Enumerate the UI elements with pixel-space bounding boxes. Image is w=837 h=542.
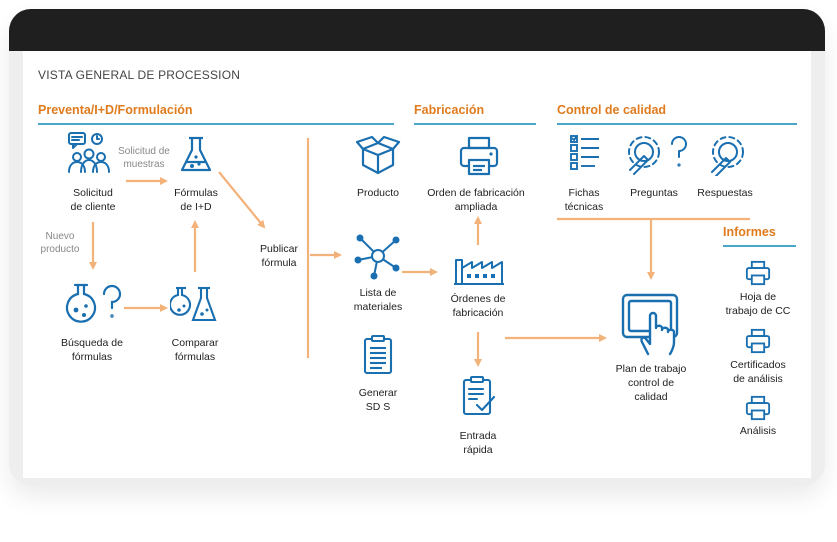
printer-icon (459, 136, 499, 176)
node-analisis: Análisis (739, 425, 777, 437)
gear-wrench-icon (711, 136, 744, 176)
section-fabricacion: Fabricación (414, 103, 485, 117)
flask-icon (180, 136, 212, 172)
compare-flasks-icon (170, 286, 217, 322)
printer-report-icon-1 (745, 260, 771, 286)
section-preventa-rule (38, 123, 394, 125)
box-icon (355, 135, 401, 175)
molecule-icon (354, 234, 400, 280)
diagram-panel (23, 51, 811, 478)
printer-report-icon-2 (745, 328, 771, 354)
window-frame (9, 9, 825, 485)
factory-icon (454, 259, 504, 285)
checklist-icon (570, 135, 599, 170)
tablet-touch-icon (621, 293, 679, 356)
document-icon (363, 334, 393, 375)
printer-report-icon-3 (745, 395, 771, 421)
clipboard-check-icon (462, 375, 496, 416)
node-preguntas: Preguntas (630, 187, 678, 199)
gear-question-icon (628, 136, 687, 175)
section-fabricacion-rule (414, 123, 536, 125)
arrow-formulas-publicar (218, 171, 266, 229)
node-respuestas: Respuestas (697, 187, 753, 199)
page-title: VISTA GENERAL DE PROCESSION (38, 68, 241, 82)
window-top-bar (9, 9, 825, 51)
flask-question-icon (65, 283, 122, 323)
node-producto: Producto (356, 187, 400, 199)
section-control-rule (557, 123, 797, 125)
section-informes: Informes (723, 225, 776, 239)
section-informes-rule (723, 245, 796, 247)
section-control: Control de calidad (557, 103, 667, 117)
customer-request-icon (68, 132, 110, 173)
section-preventa: Preventa/I+D/Formulación (38, 103, 193, 117)
